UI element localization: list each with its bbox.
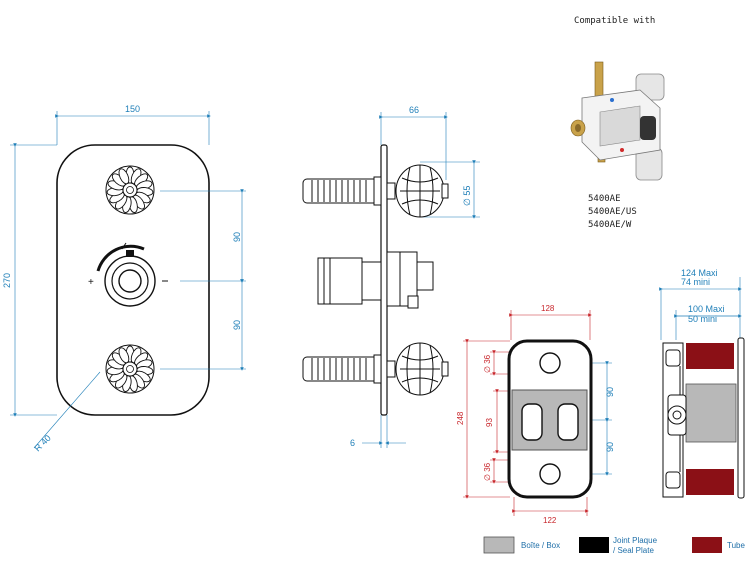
compatible-ref-1: 5400AE	[588, 194, 621, 204]
side-center-body	[317, 251, 434, 309]
legend-tube-label: Tube	[727, 541, 745, 550]
box-inner-width-label: 122	[543, 516, 557, 525]
install-gray-box	[685, 383, 737, 443]
side-thickness-label: 6	[350, 438, 355, 448]
side-knob-diameter-label: ∅ 55	[462, 186, 472, 206]
box-top-hole	[539, 352, 561, 374]
side-depth-label: 66	[409, 105, 419, 115]
install-view: 124 Maxi 74 mini 100 Maxi 50 mini	[659, 268, 745, 499]
install-plate	[737, 337, 745, 499]
front-height-label: 270	[2, 273, 12, 288]
thermostatic-knob: +	[88, 242, 168, 307]
legend-seal-label-1: Joint Plaque	[613, 536, 658, 545]
front-spacing-bottom-label: 90	[232, 320, 242, 330]
side-top-valve	[302, 164, 449, 218]
box-height-label: 248	[456, 411, 465, 425]
compatible-title: Compatible with	[574, 16, 655, 26]
front-view: 150 270 90 90 R 40	[2, 104, 246, 453]
legend-seal-swatch	[579, 537, 609, 553]
install-bottom-tube	[686, 469, 734, 495]
install-top-tube	[686, 343, 734, 369]
plus-sign: +	[88, 277, 94, 288]
front-radius-label: R 40	[32, 433, 53, 454]
side-view: 66 ∅ 55 6	[302, 105, 480, 448]
box-right-top-label: 90	[605, 387, 615, 397]
legend-seal-label-2: / Seal Plate	[613, 546, 654, 555]
legend-tube-swatch	[692, 537, 722, 553]
install-outer-max-label: 124 Maxi	[681, 268, 718, 278]
compatible-ref-2: 5400AE/US	[588, 207, 637, 217]
front-width-label: 150	[125, 104, 140, 114]
box-view: 128 248 122 ∅ 36 ∅ 36 93 90 90	[456, 304, 615, 525]
box-right-bottom-label: 90	[605, 442, 615, 452]
valve-body-image	[570, 61, 665, 181]
box-hole-bottom-label: ∅ 36	[483, 462, 492, 481]
box-center-gap-label: 93	[485, 418, 494, 427]
legend: Boîte / Box Joint Plaque / Seal Plate Tu…	[483, 536, 745, 555]
box-bottom-hole	[539, 463, 561, 485]
front-spacing-top-label: 90	[232, 232, 242, 242]
box-right-slot	[557, 403, 579, 441]
top-flower-knob	[105, 165, 155, 215]
box-left-slot	[521, 403, 543, 441]
install-inner-min-label: 50 mini	[688, 314, 717, 324]
install-valve-body	[665, 349, 687, 489]
install-outer-min-label: 74 mini	[681, 277, 710, 287]
compatible-section: Compatible with 5400AE 5400AE/US 5400AE/…	[570, 16, 665, 230]
side-plate	[380, 144, 388, 416]
box-hole-top-label: ∅ 36	[483, 354, 492, 373]
install-inner-max-label: 100 Maxi	[688, 304, 725, 314]
legend-box-swatch	[483, 536, 515, 554]
box-outer-width-label: 128	[541, 304, 555, 313]
legend-box-label: Boîte / Box	[521, 541, 560, 550]
bottom-flower-knob	[105, 344, 155, 394]
side-bottom-valve	[302, 342, 449, 396]
compatible-ref-3: 5400AE/W	[588, 220, 632, 230]
